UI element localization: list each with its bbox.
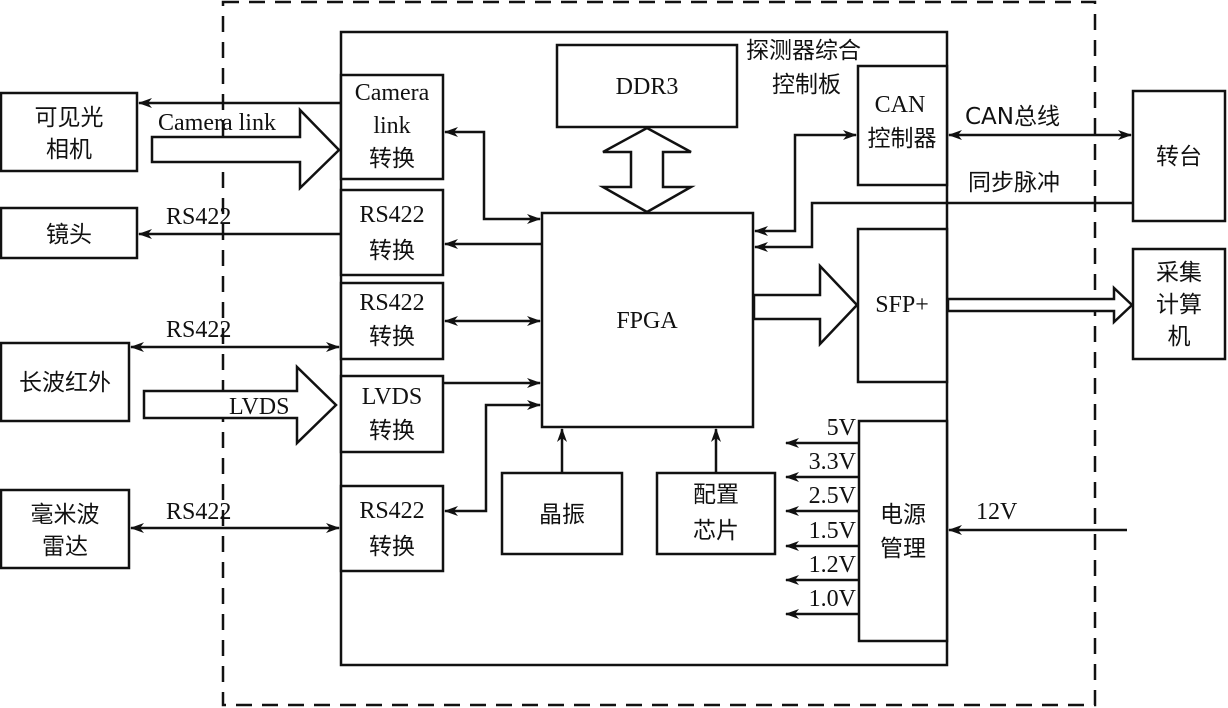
system-boundary-dashed <box>221 0 1097 707</box>
power-rails: 5V 3.3V 2.5V 1.5V 1.2V 1.0V <box>785 415 859 619</box>
rs422-converter-2: RS422 转换 <box>339 281 445 361</box>
fpga-label: FPGA <box>616 308 678 334</box>
power-mgmt-label-2: 管理 <box>880 536 926 562</box>
can-ctrl-label-1: CAN <box>875 92 926 118</box>
rs422-radar-label: RS422 <box>166 499 231 525</box>
cameralink-data-fat-arrow <box>150 106 341 191</box>
turntable-label: 转台 <box>1156 144 1202 170</box>
mmw-radar-label-2: 雷达 <box>42 534 88 560</box>
rs422-lens-label: RS422 <box>166 204 231 230</box>
mmw-radar-block: 毫米波 雷达 <box>0 488 131 570</box>
lwir-label: 长波红外 <box>19 370 111 396</box>
board-title-line1: 探测器综合 <box>746 38 861 64</box>
visible-camera-label-1: 可见光 <box>35 105 104 131</box>
rail-label-5v: 5V <box>827 415 857 441</box>
acq-computer-label-1: 采集 <box>1156 260 1202 286</box>
power-management-block: 电源 管理 <box>857 419 949 643</box>
fpga-block: FPGA <box>540 211 755 429</box>
rs422-conv-2-label-1: RS422 <box>359 290 424 316</box>
acq-computer-label-3: 机 <box>1168 324 1191 350</box>
sync-pulse-line <box>754 201 1133 252</box>
acq-computer-label-2: 计算 <box>1156 292 1202 318</box>
cameralink-conv-label-1: Camera <box>355 80 430 106</box>
sync-pulse-label: 同步脉冲 <box>968 170 1060 196</box>
config-chip-block: 配置 芯片 <box>655 471 777 556</box>
rs422-conv-3-label-2: 转换 <box>369 534 415 560</box>
can-ctrl-label-2: 控制器 <box>868 126 937 152</box>
fpga-can-line <box>754 130 857 236</box>
rail-label-1v5: 1.5V <box>809 518 857 544</box>
visible-camera-label-2: 相机 <box>46 137 92 163</box>
cameralink-fpga-line <box>444 127 541 224</box>
cameralink-conv-label-3: 转换 <box>369 146 415 172</box>
rail-label-3v3: 3.3V <box>809 449 857 475</box>
rail-label-2v5: 2.5V <box>809 483 857 509</box>
crystal-label: 晶振 <box>539 502 585 528</box>
cameralink-link-label: Camera link <box>158 110 276 136</box>
acq-computer-block: 采集 计算 机 <box>1131 247 1227 361</box>
lvds-conv-label-2: 转换 <box>369 418 415 444</box>
input-12v-label: 12V <box>976 499 1018 525</box>
mmw-radar-label-1: 毫米波 <box>31 502 100 528</box>
config-chip-label-1: 配置 <box>693 482 739 508</box>
lvds-conv-label-1: LVDS <box>362 384 422 410</box>
rail-label-1v2: 1.2V <box>809 552 857 578</box>
rs422-conv-3-label-1: RS422 <box>359 498 424 524</box>
lens-label: 镜头 <box>46 222 92 248</box>
rail-label-1v0: 1.0V <box>809 586 857 612</box>
lens-block: 镜头 <box>0 206 139 260</box>
lvds-data-fat-arrow <box>142 364 338 446</box>
board-title-line2: 控制板 <box>772 72 841 98</box>
ddr3-fpga-bus-fat-arrow <box>598 126 696 214</box>
ddr3-label: DDR3 <box>616 74 679 100</box>
crystal-block: 晶振 <box>500 471 624 556</box>
sfp-label: SFP+ <box>875 292 929 318</box>
fpga-sfp-fat-arrow <box>752 262 859 348</box>
lvds-link-label: LVDS <box>229 394 289 420</box>
can-controller-block: CAN 控制器 <box>856 64 949 187</box>
lwir-block: 长波红外 <box>0 341 131 423</box>
ddr3-block: DDR3 <box>555 43 739 129</box>
rs422-conv-1-label-1: RS422 <box>359 202 424 228</box>
rs422-converter-1: RS422 转换 <box>339 188 445 277</box>
visible-camera-block: 可见光 相机 <box>0 91 139 173</box>
config-chip-label-2: 芯片 <box>693 518 739 544</box>
cameralink-conv-label-2: link <box>373 113 410 139</box>
rs422-converter-3: RS422 转换 <box>339 484 445 573</box>
rs422-3-fpga-line <box>444 400 541 516</box>
sfp-block: SFP+ <box>856 227 949 384</box>
rs422-conv-1-label-2: 转换 <box>369 238 415 264</box>
rs422-conv-2-label-2: 转换 <box>369 324 415 350</box>
sfp-computer-fat-arrow <box>946 285 1134 325</box>
lvds-converter: LVDS 转换 <box>339 374 445 454</box>
rs422-lwir-label: RS422 <box>166 317 231 343</box>
turntable-block: 转台 <box>1131 89 1227 223</box>
cameralink-converter: Camera link 转换 <box>339 73 445 181</box>
can-bus-label: CAN总线 <box>965 104 1060 130</box>
power-mgmt-label-1: 电源 <box>880 502 926 528</box>
